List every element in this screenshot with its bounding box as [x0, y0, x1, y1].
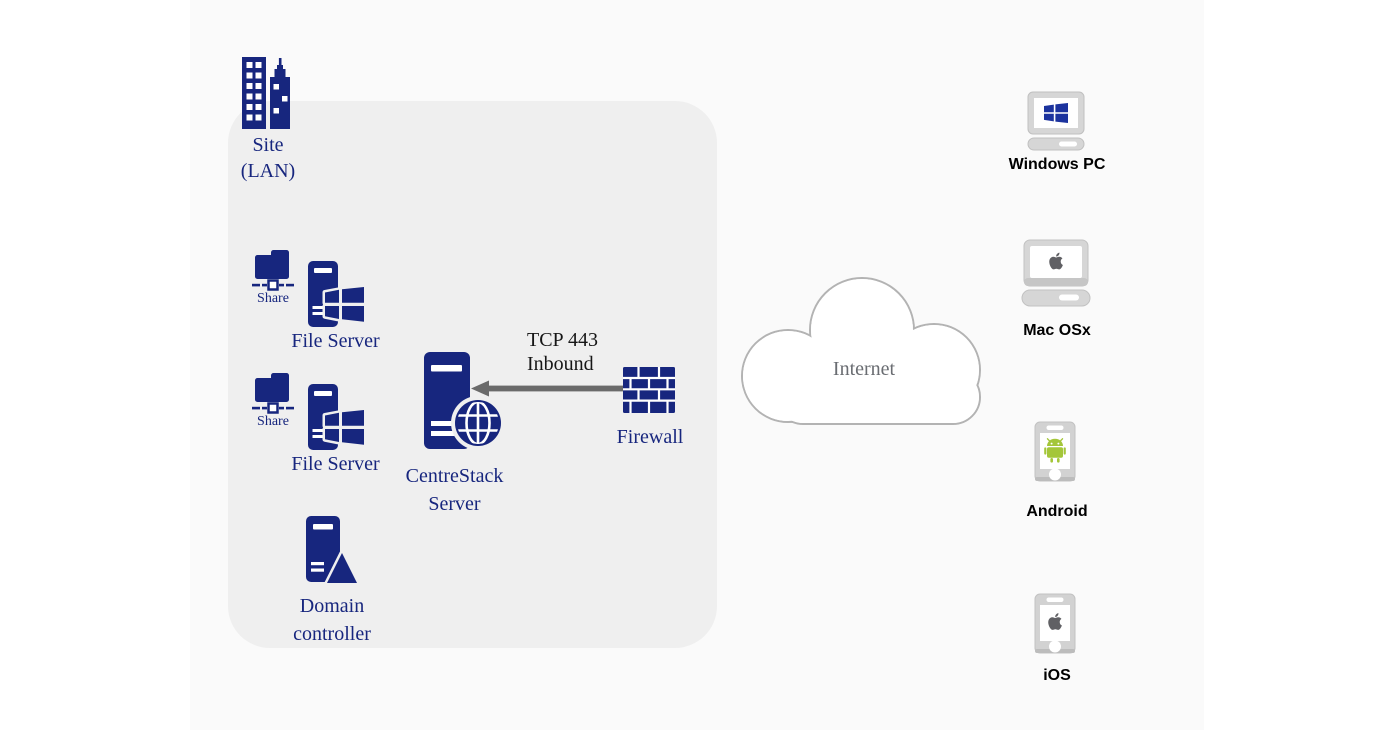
internet-label: Internet: [832, 358, 896, 380]
centrestack-server-icon: [424, 352, 504, 450]
android-label: Android: [1026, 503, 1088, 520]
ios-label: iOS: [1043, 667, 1071, 684]
mac-osx-label: Mac OSx: [1023, 322, 1091, 339]
share-label: Share: [257, 291, 289, 306]
ios-phone-icon: [1034, 593, 1076, 654]
inbound-arrow-icon: [471, 380, 626, 397]
file-server-label: File Server: [291, 453, 380, 475]
mac-laptop-icon: [1021, 239, 1091, 307]
buildings-icon: [242, 57, 290, 129]
share-label: Share: [257, 414, 289, 429]
file-server-label: File Server: [291, 330, 380, 352]
internet-cloud-icon: [741, 277, 981, 425]
android-phone-icon: [1034, 421, 1076, 482]
file-server-icon: [308, 384, 366, 450]
site-label: Site (LAN): [240, 134, 296, 182]
windows-pc-label: Windows PC: [1008, 156, 1106, 173]
domain-controller-icon: [306, 516, 358, 586]
centrestack-server-label: CentreStack Server: [405, 465, 504, 515]
domain-controller-label: Domain controller: [293, 595, 371, 645]
site-group: Site (LAN): [222, 57, 314, 184]
firewall-label: Firewall: [616, 426, 684, 448]
file-server-icon: [308, 261, 366, 327]
firewall-icon: [623, 367, 675, 413]
windows-pc-icon: [1027, 91, 1085, 151]
network-share-icon: [252, 373, 294, 414]
connection-label: TCP 443 Inbound: [527, 329, 598, 375]
network-share-icon: [252, 250, 294, 291]
